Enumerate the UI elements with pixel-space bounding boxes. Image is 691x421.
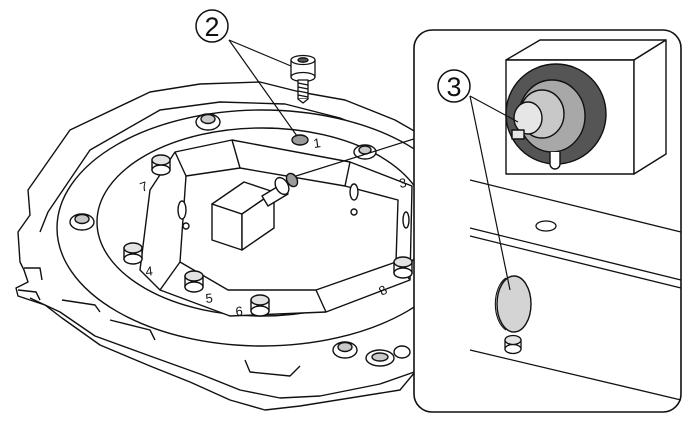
position-label-3: 3	[398, 175, 408, 191]
callout-3-leader-plug	[469, 95, 511, 291]
screw-threads	[297, 82, 309, 98]
position-label-6: 6	[235, 303, 244, 319]
pin-8-post	[393, 256, 413, 279]
base-plate-lower-step	[29, 297, 421, 399]
position-label-7: 7	[138, 178, 150, 195]
pin-4-post	[123, 242, 143, 265]
connector-block-side	[633, 39, 667, 175]
left-slot	[61, 299, 101, 313]
inner-frame	[139, 139, 413, 317]
callout-3-label: 3	[446, 72, 461, 102]
pin-6-post	[250, 294, 270, 317]
position-label-5: 5	[205, 290, 214, 306]
inset-plug	[494, 275, 532, 333]
detail-inset: 3	[295, 29, 682, 413]
pin-7-post	[151, 154, 171, 176]
sensor-tip	[285, 172, 299, 188]
screw	[290, 54, 316, 104]
boss-left	[69, 213, 95, 231]
wall-pin-left	[182, 222, 190, 230]
inset-slot	[535, 220, 557, 232]
connector-tip	[513, 101, 543, 135]
callout-2-label: 2	[204, 12, 219, 42]
callout-3: 3	[437, 69, 519, 291]
bosses	[69, 113, 413, 359]
inset-leader-line	[295, 131, 437, 177]
wall-hole-right	[349, 183, 359, 201]
plate-corner-boss	[393, 345, 411, 359]
screw-tip	[297, 98, 309, 104]
wall-hole-left	[177, 200, 187, 220]
inset-pin	[504, 334, 522, 355]
left-notch	[17, 267, 43, 301]
inset-panel	[469, 179, 682, 401]
screw-hole	[291, 134, 309, 146]
boss-bottom	[332, 341, 358, 359]
connector-notch	[549, 152, 561, 170]
callout-3-circle	[437, 69, 471, 103]
wall-pin-right	[350, 208, 358, 216]
pin-5-post	[184, 270, 204, 293]
boss-top-left	[195, 113, 221, 131]
callout-2-circle	[195, 9, 229, 43]
position-label-4: 4	[145, 263, 154, 279]
callout-2-leader-screw	[228, 39, 292, 67]
callout-2-leader-hole	[228, 39, 298, 137]
callout-2: 2	[195, 9, 298, 137]
plug-body	[496, 275, 532, 333]
sensor-assembly	[211, 172, 299, 251]
bottom-slot	[109, 319, 301, 377]
screw-hex-socket	[297, 57, 309, 63]
inset-connector	[505, 39, 667, 175]
wall-hole-right2	[402, 211, 410, 229]
position-label-1: 1	[312, 135, 321, 151]
connector-key	[511, 129, 525, 140]
plate-pin-hole-inner	[371, 352, 389, 362]
plug-edge	[494, 277, 507, 331]
callout-3-leader-connector	[469, 95, 519, 123]
